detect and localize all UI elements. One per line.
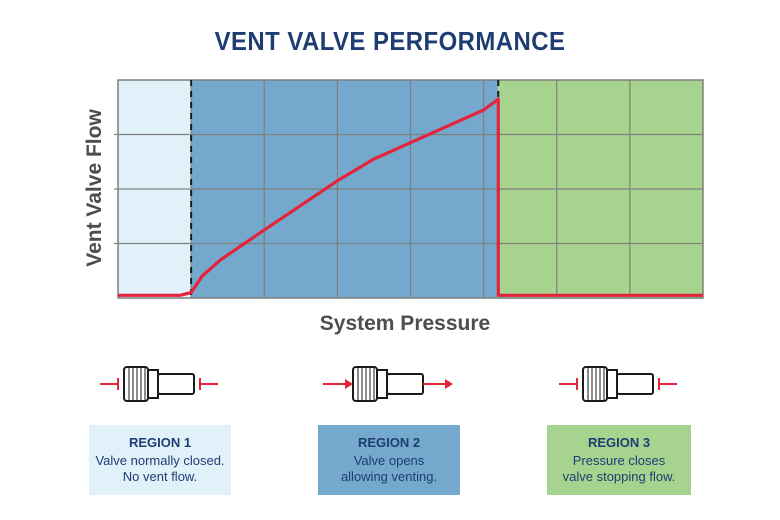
region-3-caption: REGION 3 Pressure closes valve stopping … [547,425,691,495]
region-1-caption: REGION 1 Valve normally closed. No vent … [89,425,231,495]
valve-illustrations [100,366,677,402]
region-1-line-2: No vent flow. [122,469,198,484]
region-2-line-1: Valve opens [353,453,425,468]
valve-1 [100,366,218,402]
vent-valve-icon [123,366,149,402]
region-3-line-1: Pressure closes [572,453,666,468]
valve-stem [616,373,654,395]
region-3-heading: REGION 3 [587,435,651,450]
valve-collar [606,369,618,399]
region-1-line-1: Valve normally closed. [95,453,225,468]
valve-stem [157,373,195,395]
vent-valve-icon [352,366,378,402]
region-2-heading: REGION 2 [357,435,421,450]
chart-grid [117,79,704,299]
valve-3 [559,366,677,402]
x-axis-label: System Pressure [320,312,490,335]
region-2-line-2: allowing venting. [340,469,438,484]
chart-title: VENT VALVE PERFORMANCE [214,26,566,56]
flow-arrow-icon [345,379,353,389]
region-2-caption: REGION 2 Valve opens allowing venting. [318,425,460,495]
region-3-line-2: valve stopping flow. [562,469,676,484]
valve-collar [376,369,388,399]
region-1-heading: REGION 1 [128,435,192,450]
vent-flow-curve [118,97,703,297]
valve-stem [386,373,424,395]
flow-curve-layer [118,97,703,297]
y-axis-label: Vent Valve Flow [83,109,106,267]
chart-axes [114,133,118,245]
vent-valve-icon [582,366,608,402]
valve-2 [323,366,453,402]
flow-arrow-icon [445,379,453,389]
valve-collar [147,369,159,399]
